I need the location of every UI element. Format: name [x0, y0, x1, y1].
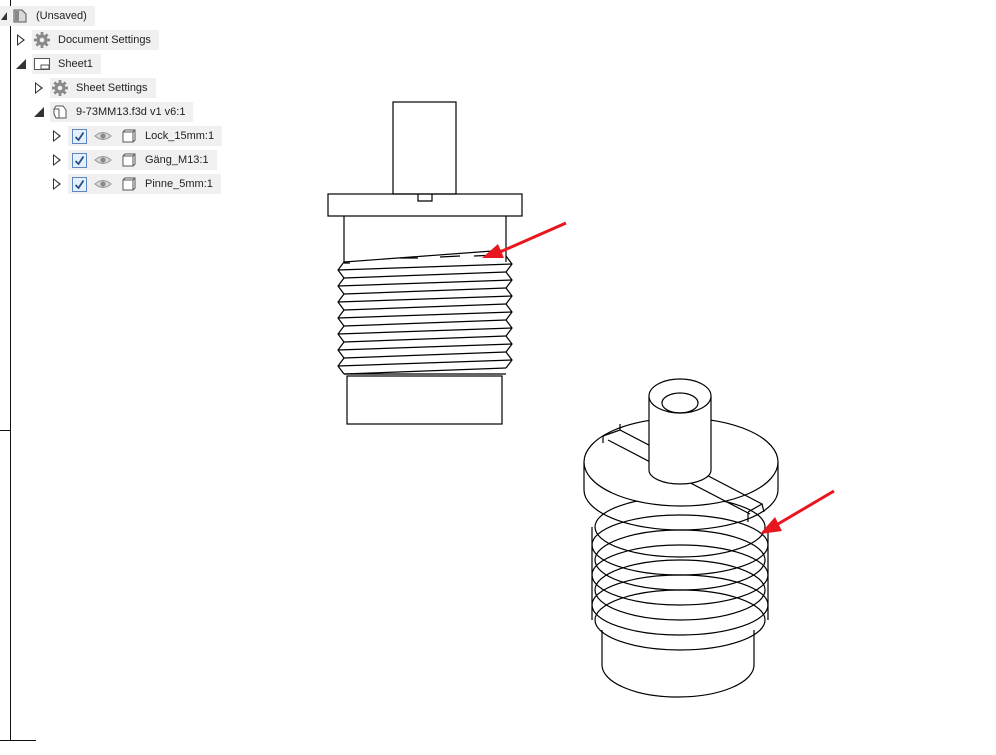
browser-item-component[interactable]: 9-73MM13.f3d v1 v6:1 — [32, 102, 194, 122]
isometric-view[interactable] — [583, 378, 779, 698]
visibility-checkbox[interactable] — [72, 152, 87, 168]
browser-panel: (Unsaved) Document Settings Sheet1 She — [0, 0, 280, 200]
sheet-border-left — [10, 0, 11, 740]
browser-item-body-lock[interactable]: Lock_15mm:1 — [50, 126, 223, 146]
gear-icon — [32, 30, 52, 50]
expand-toggle-icon[interactable] — [50, 126, 64, 146]
eye-icon[interactable] — [93, 150, 113, 170]
browser-item-sheet-settings[interactable]: Sheet Settings — [32, 78, 156, 98]
collapse-toggle-icon[interactable] — [0, 6, 8, 26]
eye-icon[interactable] — [93, 174, 113, 194]
collapse-toggle-icon[interactable] — [14, 54, 28, 74]
body-icon — [119, 174, 139, 194]
drawing-doc-icon — [10, 6, 30, 26]
sheet-border-bottom — [0, 740, 36, 741]
body-icon — [119, 126, 139, 146]
visibility-checkbox[interactable] — [72, 128, 87, 144]
front-view[interactable] — [327, 101, 523, 425]
browser-item-body-pinne[interactable]: Pinne_5mm:1 — [50, 174, 221, 194]
collapse-toggle-icon[interactable] — [32, 102, 46, 122]
annotation-arrow — [760, 489, 835, 534]
eye-icon[interactable] — [93, 126, 113, 146]
item-label: Sheet1 — [58, 58, 93, 70]
visibility-checkbox[interactable] — [72, 176, 87, 192]
item-label: Document Settings — [58, 34, 151, 46]
sheet-zone-tick — [0, 430, 10, 431]
expand-toggle-icon[interactable] — [50, 150, 64, 170]
expand-toggle-icon[interactable] — [14, 30, 28, 50]
root-label: (Unsaved) — [36, 10, 87, 22]
expand-toggle-icon[interactable] — [32, 78, 46, 98]
gear-icon — [50, 78, 70, 98]
item-label: Gäng_M13:1 — [145, 154, 209, 166]
item-label: Sheet Settings — [76, 82, 148, 94]
browser-item-document-settings[interactable]: Document Settings — [14, 30, 159, 50]
item-label: 9-73MM13.f3d v1 v6:1 — [76, 106, 186, 118]
sheet-icon — [32, 54, 52, 74]
body-icon — [119, 150, 139, 170]
component-icon — [50, 102, 70, 122]
browser-root-row[interactable]: (Unsaved) — [0, 6, 95, 26]
drawing-canvas[interactable] — [300, 90, 860, 720]
browser-item-sheet1[interactable]: Sheet1 — [14, 54, 101, 74]
annotation-arrow — [482, 221, 567, 258]
expand-toggle-icon[interactable] — [50, 174, 64, 194]
item-label: Lock_15mm:1 — [145, 130, 215, 142]
item-label: Pinne_5mm:1 — [145, 178, 213, 190]
browser-item-body-gang[interactable]: Gäng_M13:1 — [50, 150, 217, 170]
